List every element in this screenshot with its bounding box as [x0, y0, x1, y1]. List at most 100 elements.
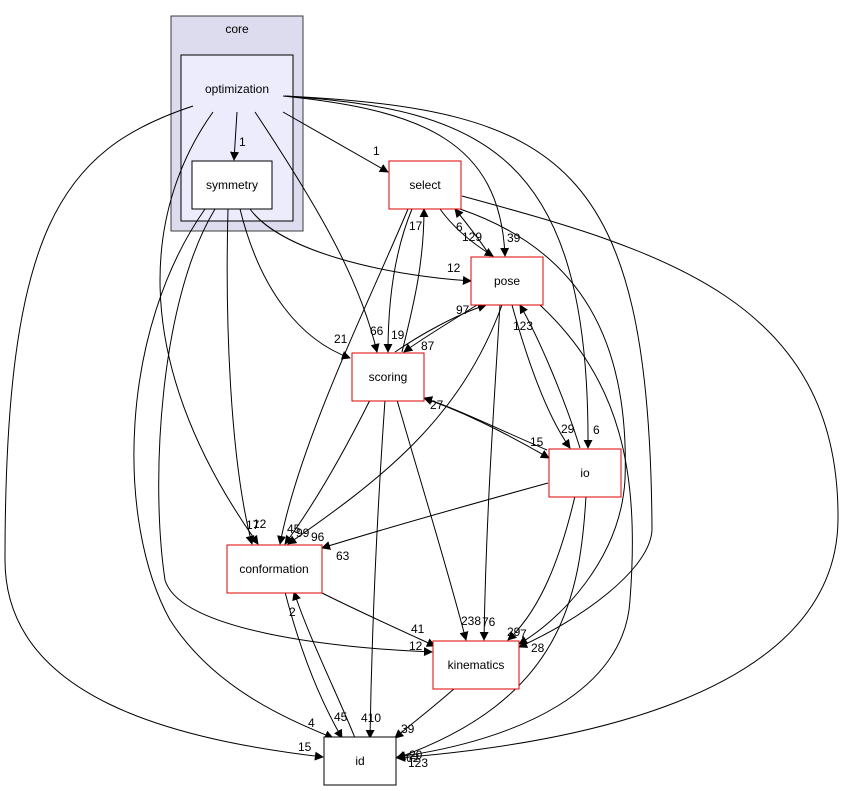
edge-symmetry-pose[interactable] [249, 208, 472, 285]
edge-pose-kinematics[interactable] [479, 304, 501, 641]
edge-label[interactable]: 19 [391, 328, 405, 342]
node-kinematics[interactable]: kinematics [432, 640, 520, 690]
node-symmetry[interactable]: symmetry [191, 160, 273, 210]
edge-pose-scoring[interactable] [403, 304, 478, 353]
edge-conformation-kinematics[interactable] [319, 591, 436, 647]
node-select-label: select [409, 178, 441, 192]
edge-select-id[interactable] [396, 195, 839, 762]
edge-label[interactable]: 2 [289, 605, 296, 619]
node-id-label: id [355, 754, 364, 768]
node-io-box [548, 448, 622, 498]
node-pose-box [470, 256, 544, 306]
edge-label[interactable]: 123 [513, 319, 533, 333]
edge-label[interactable]: 12 [447, 261, 461, 275]
edge-pose-select[interactable] [454, 208, 491, 257]
node-conformation[interactable]: conformation [226, 544, 323, 594]
edge-label[interactable]: 4 [308, 716, 315, 730]
edge-label[interactable]: 6 [456, 220, 463, 234]
node-select[interactable]: select [388, 160, 462, 210]
edge-conformation-id[interactable] [284, 591, 343, 739]
edge-optimization-conformation[interactable] [159, 111, 259, 545]
edges [4, 95, 839, 762]
edge-label[interactable]: 29 [561, 422, 575, 436]
edge-id-conformation[interactable] [292, 591, 356, 739]
edge-optimization-io[interactable] [284, 95, 593, 449]
edge-pose-id[interactable] [396, 304, 633, 761]
node-kinematics-label: kinematics [448, 658, 505, 672]
edge-label[interactable]: 96 [311, 530, 325, 544]
node-io-label: io [580, 466, 590, 480]
edge-label[interactable]: 410 [361, 711, 381, 725]
node-scoring-box [351, 352, 425, 402]
edge-label[interactable]: 123 [408, 756, 428, 770]
edge-label[interactable]: 129 [462, 230, 482, 244]
edge-label[interactable]: 12 [253, 517, 267, 531]
edge-label[interactable]: 15 [298, 740, 312, 754]
edge-label[interactable]: 29 [507, 625, 521, 639]
node-id[interactable]: id [323, 736, 397, 786]
edge-label[interactable]: 15 [530, 435, 544, 449]
edge-label[interactable]: 45 [287, 522, 301, 536]
node-id-box [323, 736, 397, 786]
edge-io-conformation[interactable] [321, 482, 549, 550]
edge-select-scoring[interactable] [383, 208, 413, 353]
edge-pose-conformation[interactable] [287, 304, 503, 545]
edge-label[interactable]: 97 [456, 303, 470, 317]
node-pose-label: pose [494, 274, 520, 288]
edge-optimization-id[interactable] [4, 105, 324, 761]
edge-symmetry-id[interactable] [133, 208, 334, 740]
node-scoring-label: scoring [369, 370, 408, 384]
edge-label[interactable]: 39 [401, 722, 415, 736]
edge-label[interactable]: 1 [373, 144, 380, 158]
edge-label[interactable]: 17 [246, 518, 260, 532]
node-conformation-box [226, 544, 323, 594]
edge-io-kinematics[interactable] [507, 495, 576, 641]
edge-label[interactable]: 1 [239, 135, 246, 149]
edge-select-conformation[interactable] [277, 208, 409, 545]
edge-kinematics-id[interactable] [394, 687, 456, 739]
edge-label[interactable]: 76 [482, 615, 496, 629]
edge-symmetry-kinematics[interactable] [158, 208, 433, 657]
edge-symmetry-scoring[interactable] [239, 208, 351, 360]
edge-label[interactable]: 45 [334, 710, 348, 724]
edge-label[interactable]: 62 [406, 751, 420, 765]
edge-label[interactable]: 20 [409, 748, 423, 762]
node-symmetry-label: symmetry [206, 178, 258, 192]
node-pose[interactable]: pose [470, 256, 544, 306]
edge-scoring-kinematics[interactable] [396, 399, 469, 641]
edge-label[interactable]: 63 [336, 549, 350, 563]
edge-optimization-kinematics[interactable] [284, 95, 653, 648]
edge-scoring-conformation[interactable] [284, 399, 371, 545]
edge-label[interactable]: 17 [409, 219, 423, 233]
edge-label[interactable]: 28 [531, 641, 545, 655]
edge-scoring-id[interactable] [365, 399, 386, 739]
edge-optimization-scoring[interactable] [254, 111, 380, 353]
edge-symmetry-conformation[interactable] [226, 208, 255, 545]
edge-scoring-pose[interactable] [394, 303, 487, 353]
edge-io-pose[interactable] [519, 304, 581, 449]
edge-label[interactable]: 27 [430, 398, 444, 412]
node-conformation-label: conformation [239, 562, 308, 576]
edge-io-scoring[interactable] [423, 396, 548, 451]
edge-scoring-select[interactable] [401, 208, 429, 353]
edge-label[interactable]: 99 [296, 526, 310, 540]
edge-label[interactable]: 21 [334, 332, 348, 346]
edge-io-id[interactable] [396, 495, 587, 760]
cluster-optimization-label[interactable]: optimization [205, 82, 269, 96]
edge-label[interactable]: 238 [461, 614, 481, 628]
node-io[interactable]: io [548, 448, 622, 498]
edge-label[interactable]: 66 [370, 324, 384, 338]
edge-pose-io[interactable] [511, 304, 571, 449]
edge-label[interactable]: 12 [409, 639, 423, 653]
edge-labels: 1 1 39 66 6 7 17 15 12 21 12 12 4 129 6 … [239, 135, 600, 770]
edge-optimization-symmetry[interactable] [230, 111, 239, 161]
edge-optimization-select[interactable] [282, 111, 389, 173]
edge-label[interactable]: 39 [507, 231, 521, 245]
edge-label[interactable]: 87 [421, 339, 435, 353]
edge-label[interactable]: 6 [593, 423, 600, 437]
node-scoring[interactable]: scoring [351, 352, 425, 402]
edge-label[interactable]: 41 [411, 622, 425, 636]
edge-optimization-pose[interactable] [282, 95, 510, 257]
edge-label[interactable]: 7 [520, 627, 527, 641]
